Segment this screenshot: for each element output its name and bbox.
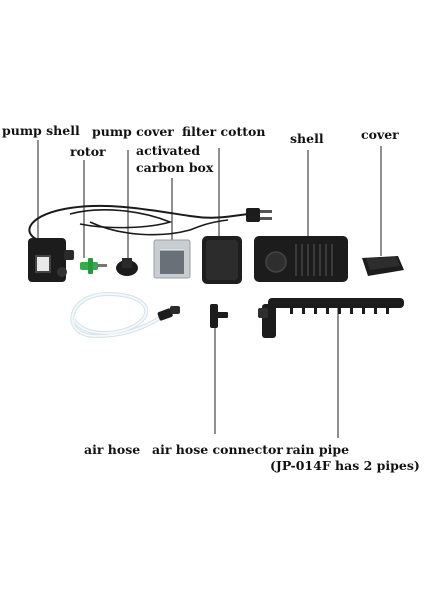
power-cord-loop [69,209,173,229]
shell-part [254,236,348,282]
rain-pipe-part [258,298,404,338]
air-hose-connector-part [210,304,228,328]
air-hose-part [70,291,180,339]
label-rotor: rotor [70,144,106,159]
label-rain-pipe-line1: rain pipe [286,442,350,457]
label-air-hose-connector: air hose connector [152,442,283,457]
carbon-box-part [153,239,191,279]
label-cover: cover [361,127,399,142]
filter-cotton-part [202,236,242,284]
rotor-part [80,258,107,274]
pump-shell-part [28,238,74,282]
label-rain-pipe-line2: (JP-014F has 2 pipes) [270,458,420,473]
label-carbon-box-line2: carbon box [136,160,214,175]
power-cord-loop-2 [89,219,229,236]
power-plug [246,208,272,222]
label-pump-cover: pump cover [92,124,174,139]
label-shell: shell [290,131,324,146]
pump-cover-part [116,258,138,276]
leader-lines [37,140,382,438]
label-carbon-box-line1: activated [136,143,201,158]
label-filter-cotton: filter cotton [182,124,266,139]
power-cord [28,204,249,241]
label-pump-shell: pump shell [2,123,80,138]
label-air-hose: air hose [84,442,141,457]
cover-part [362,256,404,276]
